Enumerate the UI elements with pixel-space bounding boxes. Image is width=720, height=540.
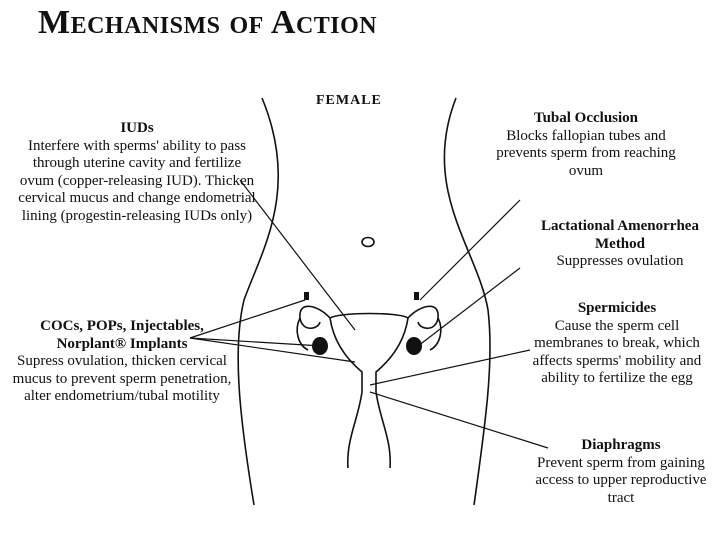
tubal-clip-right [414, 292, 419, 300]
diaphragms-heading: Diaphragms [581, 437, 661, 453]
lam-heading: Lactational Amenorrhea Method [541, 218, 699, 252]
fallopian-tube-left [299, 305, 331, 330]
spermicides-heading: Spermicides [577, 300, 657, 316]
iud-heading: IUDs [120, 120, 154, 136]
uterus [329, 312, 409, 392]
hormonal-annotation: COCs, POPs, Injectables, Norplant® Impla… [8, 318, 236, 406]
spermicides-text: Cause the sperm cell membranes to break,… [532, 317, 702, 387]
figure-label: FEMALE [316, 93, 382, 108]
navel [361, 236, 375, 248]
body-outline-right [443, 97, 491, 506]
pointer-tubal [419, 199, 521, 301]
pointer-spermicides [369, 349, 531, 386]
ovary-right [406, 337, 422, 355]
lam-text: Suppresses ovulation [556, 253, 684, 269]
pointer-diaphragms [369, 391, 549, 449]
fimbria-left [296, 317, 309, 351]
body-outline-left [237, 97, 280, 506]
page-title: Mechanisms of Action [38, 4, 378, 41]
pointer-hormonal-1 [189, 299, 306, 339]
pointer-hormonal-3 [189, 337, 356, 363]
vaginal-canal [347, 391, 391, 469]
hormonal-text: Supress ovulation, thicken cervical mucu… [12, 353, 232, 404]
tubal-occlusion-annotation: Tubal Occlusion Blocks fallopian tubes a… [480, 110, 692, 180]
pointer-hormonal-2 [189, 337, 323, 347]
pointer-lam [417, 267, 521, 347]
diaphragms-annotation: Diaphragms Prevent sperm from gaining ac… [534, 437, 708, 507]
fallopian-tube-right [407, 305, 439, 330]
tubal-clip-left [304, 292, 309, 300]
iud-annotation: IUDs Interfere with sperms' ability to p… [18, 120, 256, 225]
diaphragms-text: Prevent sperm from gaining access to upp… [535, 454, 707, 506]
fimbria-right [429, 317, 442, 351]
spermicides-annotation: Spermicides Cause the sperm cell membran… [524, 300, 710, 388]
tubal-occlusion-heading: Tubal Occlusion [533, 110, 639, 126]
iud-text: Interfere with sperms' ability to pass t… [18, 137, 256, 224]
hormonal-heading: COCs, POPs, Injectables, Norplant® Impla… [40, 318, 204, 352]
tubal-occlusion-text: Blocks fallopian tubes and prevents sper… [496, 127, 676, 179]
lam-annotation: Lactational Amenorrhea Method Suppresses… [520, 218, 720, 271]
pointer-iud [239, 179, 356, 331]
